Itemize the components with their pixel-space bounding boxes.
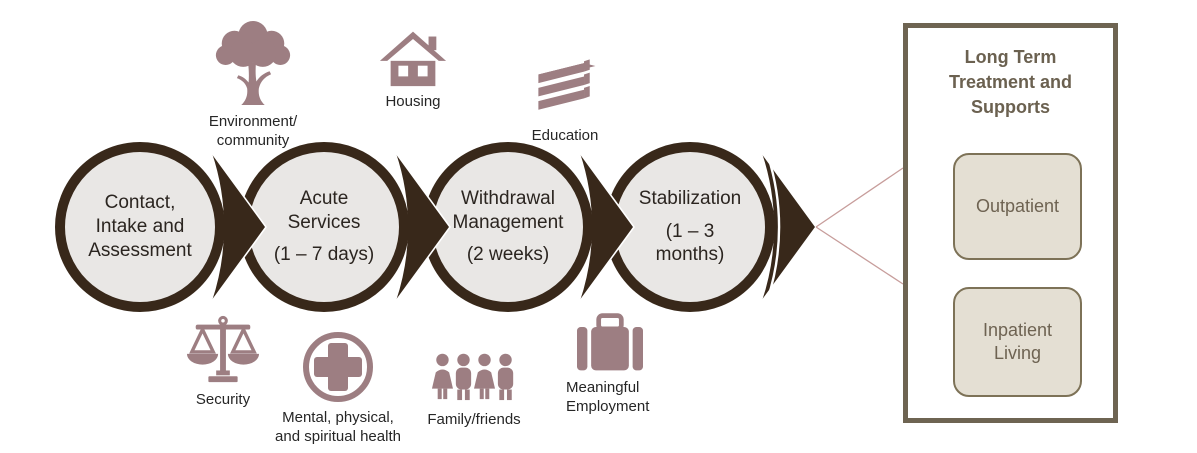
outpatient-box: Outpatient xyxy=(953,153,1082,260)
factor-label: Mental, physical, and spiritual health xyxy=(275,409,401,445)
connector-lines xyxy=(815,167,904,285)
factor-label: Meaningful Employment xyxy=(566,379,650,415)
factor-environment-community: Environment/ community xyxy=(194,16,312,151)
stage-duration: (1 – 7 days) xyxy=(273,244,375,266)
scales-icon xyxy=(186,315,260,383)
panel-title: Long Term Treatment and Supports xyxy=(948,47,1073,117)
medical-cross-icon xyxy=(303,332,373,402)
people-icon xyxy=(431,353,514,401)
stage-name: Contact, Intake and Assessment xyxy=(88,192,192,261)
stage-name: Stabilization xyxy=(638,187,742,209)
long-term-treatment-panel: Long Term Treatment and Supports Outpati… xyxy=(903,23,1118,423)
stage-contact-intake-assessment: Contact, Intake and Assessment xyxy=(55,147,225,307)
factor-education: Education xyxy=(520,46,610,146)
arrow-3 xyxy=(580,153,634,301)
tree-icon xyxy=(215,21,291,105)
factor-housing: Housing xyxy=(368,20,458,112)
stage-duration: (1 – 3 months) xyxy=(655,220,725,266)
factor-health: Mental, physical, and spiritual health xyxy=(258,328,418,447)
stage-name: Withdrawal Management xyxy=(452,187,564,233)
stage-duration: (2 weeks) xyxy=(466,244,550,266)
factor-label: Family/friends xyxy=(427,411,521,428)
factor-label: Education xyxy=(531,127,599,144)
factor-label: Security xyxy=(195,391,251,408)
factor-family-friends: Family/friends xyxy=(424,352,524,430)
stage-name: Acute Services xyxy=(287,187,361,233)
books-icon xyxy=(538,59,596,110)
house-icon xyxy=(379,31,447,87)
stage-stabilization: Stabilization (1 – 3 months) xyxy=(605,147,775,307)
arrow-2 xyxy=(396,153,450,301)
arrow-2-outline xyxy=(395,152,451,302)
stage-acute-services: Acute Services (1 – 7 days) xyxy=(239,147,409,307)
inpatient-living-box: Inpatient Living xyxy=(953,287,1082,397)
arrow-3-outline xyxy=(579,152,635,302)
factor-label: Environment/ community xyxy=(208,113,298,149)
arrow-1-outline xyxy=(211,152,267,302)
factor-meaningful-employment: Meaningful Employment xyxy=(560,310,660,417)
factor-security: Security xyxy=(180,312,266,410)
arrow-4-white-arc xyxy=(766,155,781,299)
stage-withdrawal-management: Withdrawal Management (2 weeks) xyxy=(423,147,593,307)
stage-circle-1 xyxy=(55,142,225,312)
briefcase-icon xyxy=(577,313,643,371)
arrow-1 xyxy=(212,153,266,301)
factor-label: Housing xyxy=(385,93,441,110)
